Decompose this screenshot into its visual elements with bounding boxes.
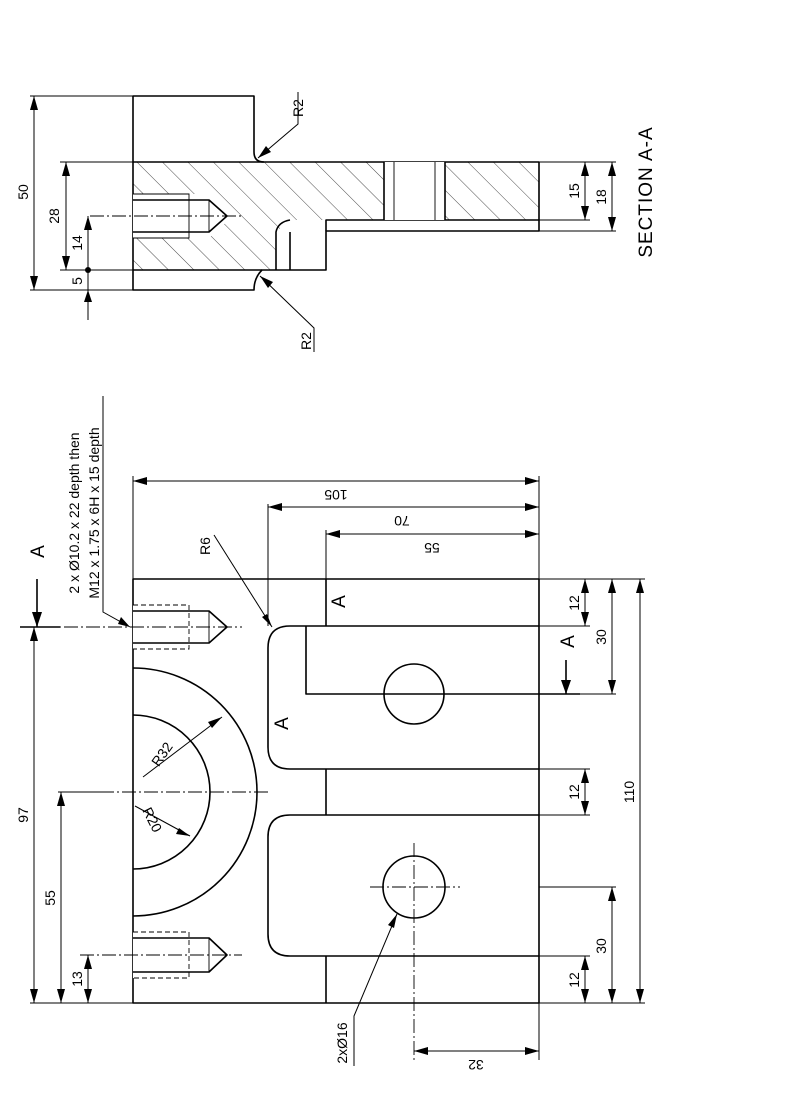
section-title: SECTION A-A <box>636 126 657 257</box>
plan-section-cut-top: A <box>20 544 60 628</box>
plan-dim-70-label: 70 <box>394 513 410 529</box>
plan-section-mark-right: A <box>558 634 579 648</box>
section-dim-14-label: 14 <box>69 235 85 251</box>
plan-right-extension-lines <box>539 578 645 1004</box>
section-dim-5-label: 5 <box>69 277 85 285</box>
plan-left-extension-lines <box>30 791 133 1004</box>
plan-r6-label: R6 <box>197 537 213 555</box>
plan-r20-label: R20 <box>139 805 165 835</box>
plan-dim-12-mid-label: 12 <box>566 784 582 800</box>
section-r2-top-label: R2 <box>290 99 306 117</box>
plan-callout-line2: M12 x 1.75 x 6H x 15 depth <box>86 427 102 598</box>
plan-dim-32-label: 32 <box>468 1057 484 1073</box>
plan-r32-label: R32 <box>148 739 176 769</box>
section-outline <box>132 95 540 291</box>
plan-section-cut-bottom: A <box>539 634 580 695</box>
plan-slot-upper <box>267 625 539 770</box>
plan-dim-110-label: 110 <box>621 781 637 804</box>
plan-r32-leader <box>142 716 223 778</box>
plan-tapped-hole-lower <box>80 931 242 979</box>
plan-section-mark-top: A <box>28 544 49 558</box>
plan-view: A A A A 2 x Ø10.2 x 22 depth then M12 x … <box>15 396 645 1073</box>
section-r2-bottom-leader <box>259 275 315 352</box>
section-step <box>325 219 539 231</box>
plan-dim-105-label: 105 <box>324 487 348 503</box>
plan-holes-leader <box>353 913 398 1066</box>
plan-dim-12-bot-label: 12 <box>566 972 582 988</box>
plan-callout-line1: 2 x Ø10.2 x 22 depth then <box>66 432 82 593</box>
plan-holes-label: 2xØ16 <box>334 1022 350 1063</box>
plan-dim-55-label: 55 <box>42 890 58 906</box>
plan-dim-12-top-label: 12 <box>566 595 582 611</box>
section-hole <box>384 162 445 220</box>
plan-label-a-lower: A <box>272 716 293 730</box>
plan-dim-30-top-label: 30 <box>593 629 609 645</box>
section-dim-28-label: 28 <box>46 208 62 224</box>
plan-dim-97-label: 97 <box>15 807 31 823</box>
section-extension-lines <box>30 95 616 291</box>
section-hatch-right <box>445 162 539 220</box>
plan-top-extension-lines <box>132 476 540 626</box>
plan-hole-upper <box>383 663 445 725</box>
plan-tapped-hole-upper <box>20 604 242 650</box>
plan-label-a-upper: A <box>329 594 350 608</box>
section-dim-50-label: 50 <box>15 184 31 200</box>
plan-dim-30-bot-label: 30 <box>593 938 609 954</box>
section-hatch-left <box>133 162 384 270</box>
plan-slot-lower <box>267 814 539 957</box>
section-view: 50 28 14 5 15 18 R2 R2 SECTION A-A <box>15 92 657 352</box>
section-dim-15-label: 15 <box>566 183 582 199</box>
plan-r6-leader <box>213 534 273 628</box>
plan-callout-leader <box>102 396 131 628</box>
plan-recess <box>305 626 539 695</box>
plan-dim-13-label: 13 <box>69 971 85 987</box>
plan-dim-55-top-label: 55 <box>424 540 440 556</box>
section-inner-step <box>275 219 291 270</box>
section-r2-bottom-label: R2 <box>298 332 314 350</box>
section-dim-18-label: 18 <box>593 189 609 205</box>
section-r2-top-leader <box>257 92 299 159</box>
